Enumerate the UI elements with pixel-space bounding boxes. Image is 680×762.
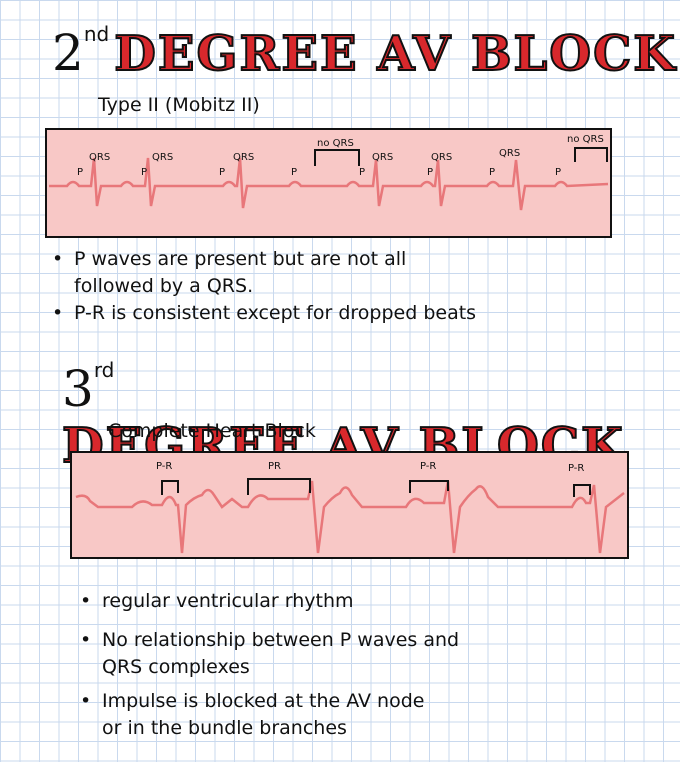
section1-bullet-1-cont: followed by a QRS.: [74, 275, 254, 297]
section1-bullet-2: •P-R is consistent except for dropped be…: [52, 302, 477, 324]
strip2-pr-bracket: [161, 480, 179, 495]
strip1-qrs-label: QRS: [233, 152, 254, 163]
strip1-no-qrs-bracket: [574, 147, 608, 162]
strip2-pr-bracket: [247, 478, 311, 495]
strip1-no-qrs-label: no QRS: [567, 134, 604, 145]
strip1-p-label: P: [141, 167, 147, 178]
strip2-pr-bracket: [409, 480, 449, 493]
section2-superscript: rd: [93, 358, 115, 382]
section1-number: 2: [52, 24, 84, 82]
strip2-pr-label: P-R: [156, 461, 172, 472]
section2-bullet-1: •regular ventricular rhythm: [80, 590, 354, 612]
strip1-no-qrs-label: no QRS: [317, 138, 354, 149]
section2-bullet-3: •Impulse is blocked at the AV node: [80, 690, 425, 712]
section1-superscript: nd: [83, 22, 110, 46]
section2-number: 3: [62, 360, 94, 418]
strip1-qrs-label: QRS: [372, 152, 393, 163]
strip1-p-label: P: [219, 167, 225, 178]
section2-subtitle: Complete Heart Block: [108, 420, 316, 442]
section2-bullet-3-cont: or in the bundle branches: [102, 717, 347, 739]
section1-heading: 2nd DEGREE AV BLOCK: [52, 22, 678, 83]
section1-bullet-1: •P waves are present but are not all: [52, 248, 407, 270]
strip1-p-label: P: [555, 167, 561, 178]
strip1-p-label: P: [77, 167, 83, 178]
strip2-pr-label: P-R: [420, 461, 436, 472]
strip1-qrs-label: QRS: [431, 152, 452, 163]
section2-bullet-2-cont: QRS complexes: [102, 656, 250, 678]
section1-title: DEGREE AV BLOCK: [113, 25, 678, 83]
strip1-p-label: P: [291, 167, 297, 178]
strip1-qrs-label: QRS: [499, 148, 520, 159]
strip1-no-qrs-bracket: [314, 149, 360, 166]
strip1-qrs-label: QRS: [89, 152, 110, 163]
strip2-pr-label: PR: [268, 461, 281, 472]
section1-subtitle: Type II (Mobitz II): [98, 94, 260, 116]
strip2-pr-label: P-R: [568, 463, 584, 474]
strip1-p-label: P: [427, 167, 433, 178]
section2-bullet-2: •No relationship between P waves and: [80, 629, 460, 651]
strip2-pr-bracket: [573, 484, 591, 497]
strip1-p-label: P: [489, 167, 495, 178]
ecg-trace-mobitz2: P P P P P P P P QRS QRS QRS QRS QRS QRS …: [49, 134, 609, 211]
ecg-trace-line: [75, 480, 625, 554]
ecg-strip-complete-block: P-R PR P-R P-R: [70, 451, 629, 559]
ecg-trace-line: [49, 157, 609, 211]
ecg-strip-mobitz2: P P P P P P P P QRS QRS QRS QRS QRS QRS …: [45, 128, 612, 238]
strip1-p-label: P: [359, 167, 365, 178]
strip1-qrs-label: QRS: [152, 152, 173, 163]
ecg-trace-complete-block: P-R PR P-R P-R: [75, 461, 625, 554]
